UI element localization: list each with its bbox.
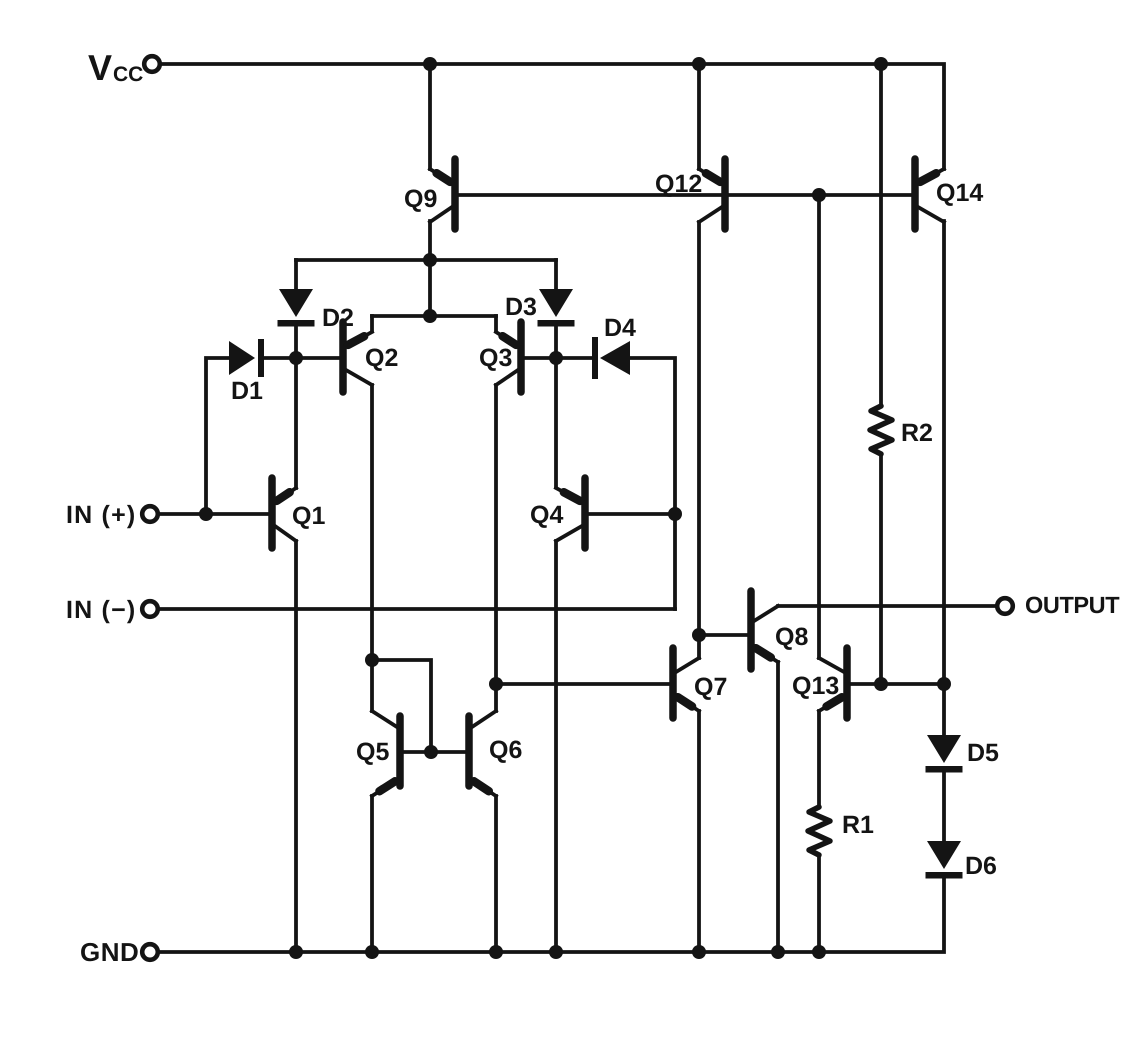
svg-text:Q12: Q12 <box>655 170 702 198</box>
svg-text:Q14: Q14 <box>936 179 983 207</box>
svg-text:Q4: Q4 <box>530 501 563 529</box>
svg-text:D5: D5 <box>967 739 999 767</box>
svg-text:GND: GND <box>80 937 139 967</box>
svg-text:Q6: Q6 <box>489 736 522 764</box>
svg-text:IN (+): IN (+) <box>66 501 136 529</box>
svg-text:Q13: Q13 <box>792 672 839 700</box>
svg-text:Q9: Q9 <box>404 185 437 213</box>
svg-text:IN (−): IN (−) <box>66 596 136 624</box>
svg-text:R2: R2 <box>901 419 933 447</box>
svg-text:D6: D6 <box>965 852 997 880</box>
svg-text:Q2: Q2 <box>365 344 398 372</box>
svg-text:Q3: Q3 <box>479 344 512 372</box>
svg-text:CC: CC <box>113 63 143 86</box>
svg-text:D3: D3 <box>505 293 537 321</box>
svg-text:D1: D1 <box>231 377 263 405</box>
svg-text:D4: D4 <box>604 314 636 342</box>
svg-text:V: V <box>88 47 112 88</box>
svg-text:OUTPUT: OUTPUT <box>1025 592 1120 618</box>
svg-text:Q8: Q8 <box>775 623 808 651</box>
svg-text:Q5: Q5 <box>356 738 389 766</box>
svg-text:D2: D2 <box>322 304 354 332</box>
svg-text:Q7: Q7 <box>694 673 727 701</box>
svg-text:Q1: Q1 <box>292 502 325 530</box>
svg-text:R1: R1 <box>842 811 874 839</box>
